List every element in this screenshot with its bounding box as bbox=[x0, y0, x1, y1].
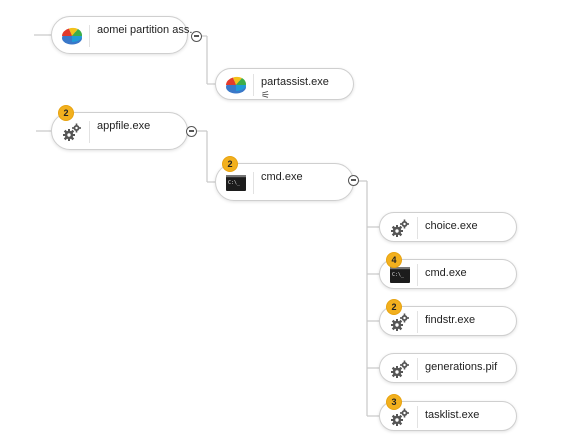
node-separator bbox=[253, 172, 254, 194]
process-node-findstr[interactable]: findstr.exe bbox=[379, 306, 517, 336]
process-node-aomei[interactable]: aomei partition ass... bbox=[51, 16, 199, 54]
count-badge: 2 bbox=[223, 157, 237, 171]
aomei-collapse-toggle[interactable] bbox=[191, 31, 202, 42]
aomei-partition-app-icon bbox=[225, 74, 247, 96]
svg-text:C:\_: C:\_ bbox=[228, 180, 241, 186]
process-node-partassist[interactable]: partassist.exe ⚟ bbox=[215, 68, 354, 101]
appfile-collapse-toggle[interactable] bbox=[186, 126, 197, 137]
wifi-signal-icon: ⚟ bbox=[261, 90, 270, 101]
node-separator bbox=[417, 217, 418, 239]
node-separator bbox=[417, 311, 418, 333]
process-node-choice[interactable]: choice.exe bbox=[379, 212, 517, 242]
node-separator bbox=[417, 406, 418, 428]
process-name: choice.exe bbox=[425, 220, 478, 232]
aomei-partition-app-icon bbox=[61, 25, 83, 47]
count-badge: 4 bbox=[387, 253, 401, 267]
count-badge: 3 bbox=[387, 395, 401, 409]
process-name: findstr.exe bbox=[425, 314, 476, 326]
count-badge: 2 bbox=[59, 106, 73, 120]
terminal-icon: C:\_ bbox=[389, 264, 411, 286]
gears-icon bbox=[389, 406, 411, 428]
process-name: aomei partition ass... bbox=[97, 24, 199, 36]
node-separator bbox=[89, 121, 90, 143]
process-node-cmd-parent[interactable]: C:\_ cmd.exe bbox=[215, 163, 354, 201]
process-node-generations[interactable]: generations.pif bbox=[379, 353, 517, 383]
gears-icon bbox=[389, 217, 411, 239]
process-name: appfile.exe bbox=[97, 120, 151, 132]
node-separator bbox=[253, 74, 254, 96]
node-separator bbox=[417, 358, 418, 380]
node-separator bbox=[89, 25, 90, 47]
process-name: tasklist.exe bbox=[425, 409, 480, 421]
count-badge: 2 bbox=[387, 300, 401, 314]
node-separator bbox=[417, 264, 418, 286]
process-node-cmd-child[interactable]: C:\_ cmd.exe bbox=[379, 259, 517, 289]
gears-icon bbox=[61, 121, 83, 143]
cmd-parent-collapse-toggle[interactable] bbox=[348, 175, 359, 186]
process-node-appfile[interactable]: appfile.exe bbox=[51, 112, 188, 150]
process-name: cmd.exe bbox=[425, 267, 467, 279]
svg-text:C:\_: C:\_ bbox=[392, 272, 405, 278]
gears-icon bbox=[389, 358, 411, 380]
process-name: partassist.exe bbox=[261, 76, 329, 88]
terminal-icon: C:\_ bbox=[225, 172, 247, 194]
process-node-tasklist[interactable]: tasklist.exe bbox=[379, 401, 517, 431]
gears-icon bbox=[389, 311, 411, 333]
process-name: cmd.exe bbox=[261, 171, 303, 183]
process-name: generations.pif bbox=[425, 361, 498, 373]
